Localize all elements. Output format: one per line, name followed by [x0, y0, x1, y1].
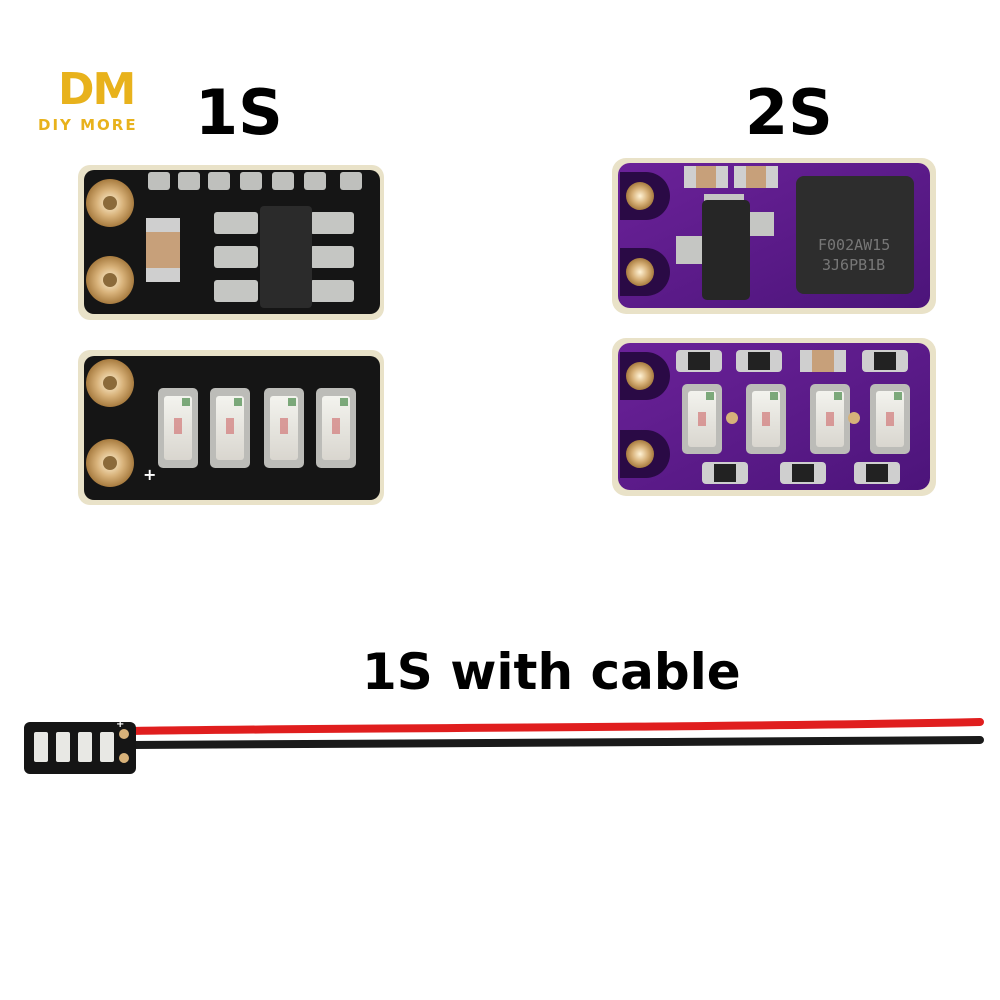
board-1s-top-pad-row	[148, 172, 362, 190]
board-2s-top-chip-text-2: 3J6PB1B	[822, 256, 885, 274]
board-2s-top-chip-text-1: F002AW15	[818, 236, 890, 254]
label-with-cable: 1S with cable	[362, 643, 741, 701]
board-2s-top-pad-plus	[626, 182, 654, 210]
brand-logo-text: DIY MORE	[38, 116, 138, 134]
wire-red	[128, 718, 984, 735]
board-1s-bottom: +	[78, 350, 384, 505]
label-variant-1s: 1S	[195, 76, 283, 149]
board-1s-top	[78, 165, 384, 320]
board-1s-bottom-plus-mark: +	[143, 465, 156, 484]
wire-black	[128, 736, 984, 749]
board-1s-top-capacitor	[146, 218, 180, 282]
board-1s-with-cable: +	[24, 718, 984, 774]
board-2s-bottom-pad-minus	[626, 440, 654, 468]
board-2s-top-regulator	[702, 200, 750, 300]
brand-logo-mark: DM	[58, 68, 136, 112]
cable-board-plus-mark: +	[116, 719, 124, 730]
board-1s-bottom-leds	[158, 388, 356, 468]
board-2s-top-pad-minus	[626, 258, 654, 286]
label-variant-2s: 2S	[745, 76, 833, 149]
board-2s-bottom	[612, 338, 936, 496]
board-2s-bottom-bottom-parts	[702, 462, 900, 484]
brand-logo-mark-text: DM	[58, 64, 136, 115]
board-2s-bottom-leds	[682, 384, 910, 454]
board-2s-bottom-top-parts	[676, 350, 908, 372]
board-1s-cable-leds	[34, 732, 114, 762]
board-1s-top-ic-pads	[214, 212, 354, 302]
board-2s-top-chip	[796, 176, 914, 294]
board-2s-top: F002AW15 3J6PB1B	[612, 158, 936, 314]
board-1s-top-ic-chip	[260, 206, 312, 308]
board-2s-bottom-pad-plus	[626, 362, 654, 390]
